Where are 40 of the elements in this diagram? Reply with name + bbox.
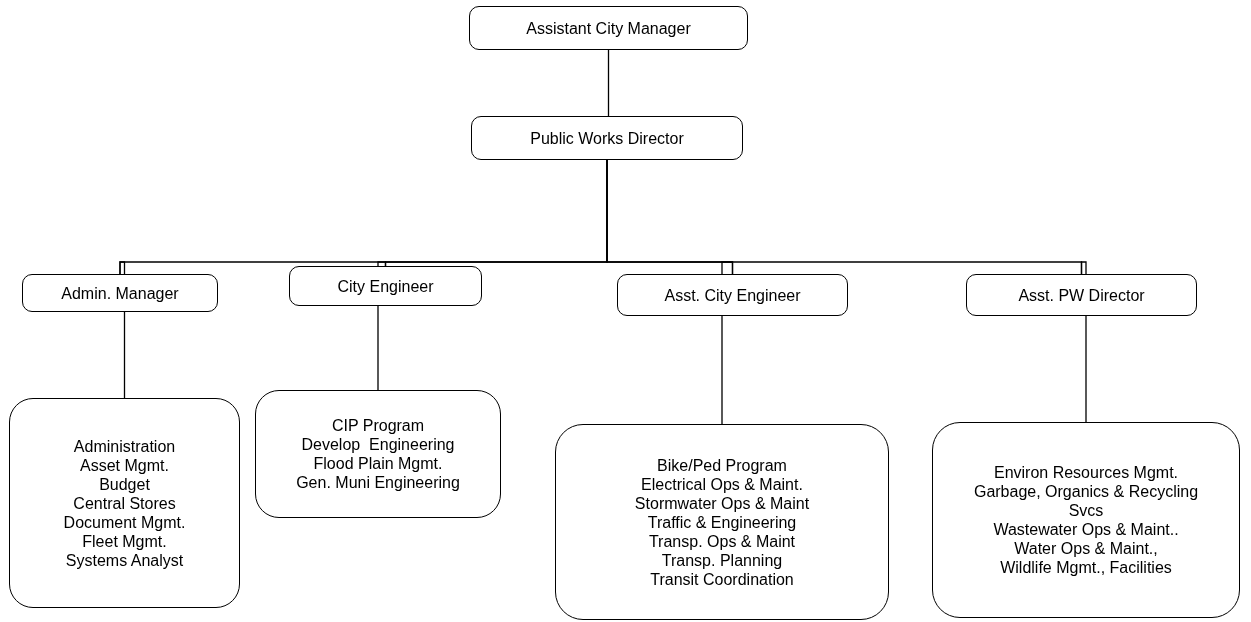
- unit-name: Asset Mgmt.: [80, 455, 169, 475]
- unit-name: Transp. Ops & Maint: [648, 531, 796, 551]
- unit-name: Water Ops & Maint.,: [1014, 539, 1158, 558]
- position-title: Asst. PW Director: [1018, 285, 1145, 305]
- unit-name: Document Mgmt.: [63, 512, 186, 532]
- unit-name: Administration: [73, 436, 176, 456]
- position-title: Assistant City Manager: [526, 18, 691, 38]
- unit-name: Fleet Mgmt.: [82, 531, 167, 551]
- unit-name: Transp. Planning: [661, 550, 783, 570]
- position-title: Admin. Manager: [61, 283, 179, 303]
- unit-list-box: [255, 390, 501, 518]
- unit-name: CIP Program: [331, 416, 425, 435]
- unit-name: Flood Plain Mgmt.: [313, 454, 443, 473]
- unit-list-box: [555, 424, 889, 620]
- position-box: [469, 6, 748, 50]
- position-box: [22, 274, 218, 312]
- unit-name: Environ Resources Mgmt.: [993, 463, 1179, 482]
- position-box: [471, 116, 743, 160]
- position-box: [289, 266, 482, 306]
- unit-name: Wastewater Ops & Maint..: [993, 520, 1179, 539]
- position-box: [966, 274, 1197, 316]
- unit-name: Central Stores: [73, 493, 176, 513]
- position-box: [617, 274, 848, 316]
- unit-name: Stormwater Ops & Maint: [634, 493, 810, 513]
- unit-name: Traffic & Engineering: [647, 512, 797, 532]
- connector-line: [607, 49, 610, 117]
- unit-name: Garbage, Organics & Recycling Svcs: [972, 482, 1200, 520]
- unit-list-box: [9, 398, 240, 608]
- unit-name: Bike/Ped Program: [657, 455, 787, 475]
- position-title: Public Works Director: [530, 128, 684, 148]
- position-title: Asst. City Engineer: [664, 285, 801, 305]
- unit-name: Gen. Muni Engineering: [296, 473, 460, 492]
- unit-name: Electrical Ops & Maint.: [641, 474, 803, 494]
- unit-list-box: [932, 422, 1240, 618]
- position-title: City Engineer: [337, 276, 434, 296]
- unit-name: Wildlife Mgmt., Facilities: [1000, 558, 1172, 577]
- unit-name: Transit Coordination: [650, 569, 794, 589]
- unit-name: Budget: [99, 474, 150, 494]
- unit-name: Systems Analyst: [65, 550, 184, 570]
- unit-name: Develop Engineering: [301, 435, 455, 454]
